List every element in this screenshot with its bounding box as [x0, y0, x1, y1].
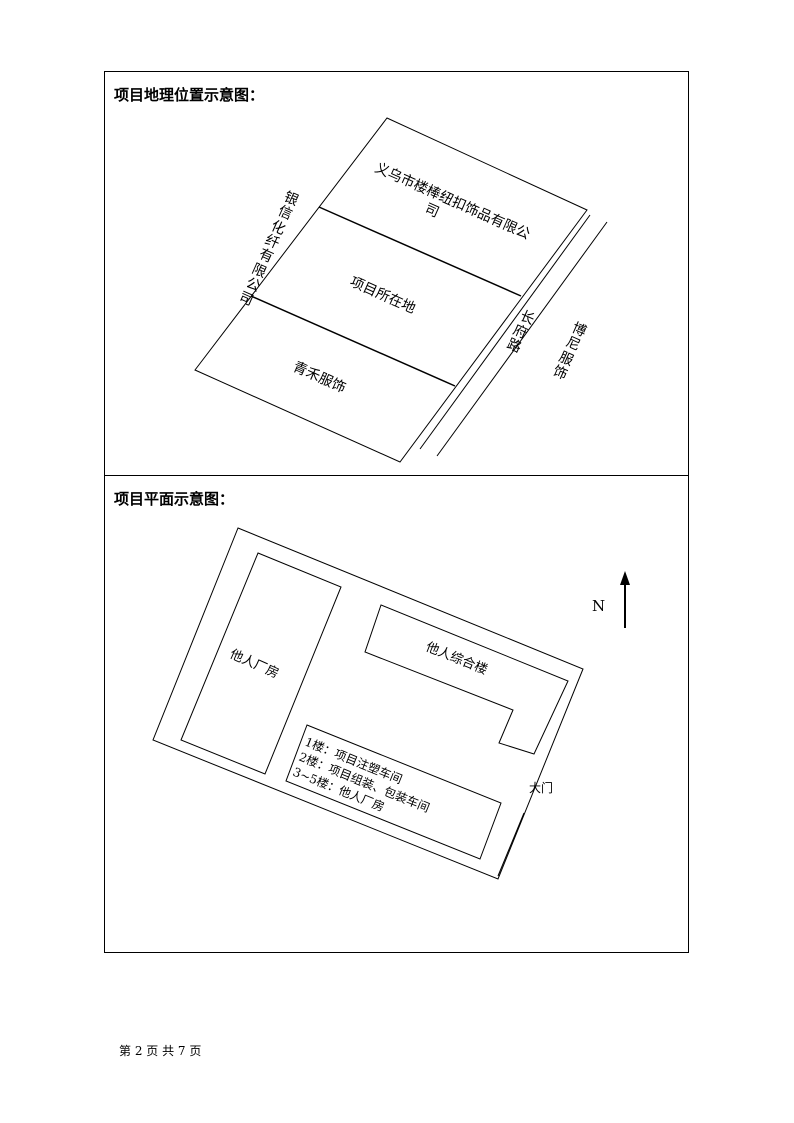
main-gate-label: 大门: [529, 780, 553, 795]
plan-section-title: 项目平面示意图：: [114, 490, 235, 508]
road-edge-west: [419, 214, 591, 450]
svg-text:博: 博: [569, 319, 589, 340]
svg-text:纤: 纤: [262, 232, 281, 252]
north-arrow-head-icon: [620, 571, 630, 585]
project-site-label: 项目所在地: [347, 274, 417, 317]
other-factory-left-label: 他人厂房: [227, 646, 281, 682]
north-label: N: [592, 597, 605, 615]
svg-text:公: 公: [243, 275, 262, 295]
svg-text:饰: 饰: [550, 363, 569, 383]
content-table: [104, 71, 689, 953]
road-label: 长 府 路: [504, 308, 536, 356]
gate-line: [497, 812, 525, 877]
svg-text:尼: 尼: [563, 334, 582, 354]
other-factory-left-building: [180, 552, 342, 775]
project-building: [285, 724, 502, 860]
project-floor-list: 1楼：项目注塑车间 2楼：项目组装、包装车间 3~5楼：他人厂房: [291, 734, 432, 815]
north-boundary-line: [318, 206, 522, 297]
plant-boundary: [152, 527, 584, 880]
svg-text:信: 信: [275, 203, 294, 223]
svg-text:有: 有: [256, 246, 275, 266]
svg-text:银: 银: [281, 189, 300, 209]
page-footer: 第 2 页 共 7 页: [119, 1044, 202, 1058]
svg-text:路: 路: [504, 336, 523, 356]
svg-text:化: 化: [268, 218, 287, 238]
south-boundary-line: [250, 295, 456, 387]
site-block-outline: [194, 117, 588, 463]
svg-text:司: 司: [236, 289, 255, 309]
location-section-title: 项目地理位置示意图：: [114, 86, 265, 104]
svg-text:长: 长: [517, 308, 536, 328]
north-building-label-line1: 义乌市楼棒纽扣饰品有限公: [372, 159, 532, 243]
west-company-label: 银 信 化 纤 有 限 公 司: [236, 189, 300, 309]
svg-text:服: 服: [556, 349, 575, 369]
svg-text:限: 限: [249, 261, 268, 281]
south-building-label: 青禾服饰: [290, 359, 348, 396]
road-edge-east: [436, 221, 608, 457]
other-complex-building: [364, 604, 569, 755]
north-building-label-line2: 司: [422, 201, 441, 221]
east-company-label: 博 尼 服 饰: [550, 319, 589, 383]
section-divider: [104, 475, 689, 476]
svg-text:府: 府: [510, 322, 529, 342]
